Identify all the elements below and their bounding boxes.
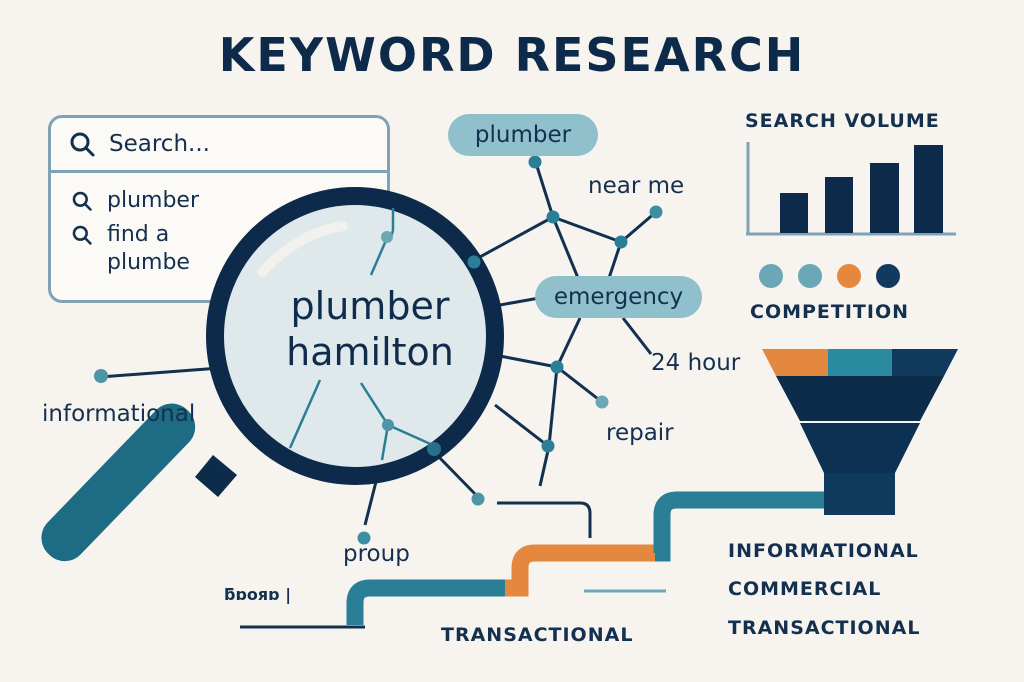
stairs-transactional-label: TRANSACTIONAL bbox=[441, 624, 634, 646]
stair-step-2 bbox=[505, 544, 655, 597]
magnifier-handle bbox=[41, 403, 237, 562]
page-title: KEYWORD RESEARCH bbox=[218, 28, 806, 82]
focus-keyword-line-2: hamilton bbox=[286, 330, 454, 374]
lens-glare bbox=[257, 221, 348, 277]
suggestion-line-1: find a bbox=[107, 222, 170, 247]
search-icon bbox=[72, 191, 92, 211]
keyword-network-lines bbox=[99, 159, 657, 629]
suggestion-item[interactable]: find a plumbe bbox=[51, 221, 387, 277]
keyword-informational: informational bbox=[42, 401, 196, 427]
competition-label: COMPETITION bbox=[750, 301, 910, 323]
search-icon bbox=[72, 225, 92, 245]
search-volume-title: SEARCH VOLUME bbox=[745, 110, 940, 132]
keyword-pill-emergency[interactable]: emergency bbox=[535, 276, 702, 318]
keyword-near-me: near me bbox=[588, 173, 685, 199]
search-input[interactable]: Search... bbox=[51, 118, 387, 173]
keyword-garbled-label: ƃɒoяɒ | bbox=[224, 585, 292, 604]
competition-dots bbox=[759, 264, 900, 288]
suggestion-text: find a plumbe bbox=[107, 221, 190, 277]
search-placeholder: Search... bbox=[109, 131, 210, 157]
search-volume-chart bbox=[746, 142, 956, 236]
intent-informational: INFORMATIONAL bbox=[728, 540, 919, 562]
keyword-repair: repair bbox=[606, 420, 674, 446]
intent-transactional: TRANSACTIONAL bbox=[728, 617, 921, 639]
suggestion-text: plumber bbox=[107, 188, 199, 213]
network-nodes bbox=[94, 155, 663, 545]
magnifier-lens bbox=[206, 187, 504, 485]
keyword-pill-plumber[interactable]: plumber bbox=[448, 114, 598, 156]
suggestion-item[interactable]: plumber bbox=[51, 187, 387, 215]
intent-commercial: COMMERCIAL bbox=[728, 578, 882, 600]
intent-funnel bbox=[762, 349, 958, 515]
keyword-group: proup bbox=[343, 541, 410, 567]
focus-keyword: plumber hamilton bbox=[220, 283, 520, 375]
stair-step-1 bbox=[346, 579, 505, 625]
focus-keyword-line-1: plumber bbox=[290, 284, 450, 328]
keyword-24-hour: 24 hour bbox=[651, 350, 741, 376]
stair-step-3 bbox=[653, 491, 830, 562]
suggestion-line-2: plumbe bbox=[107, 250, 190, 275]
search-icon bbox=[70, 132, 95, 157]
